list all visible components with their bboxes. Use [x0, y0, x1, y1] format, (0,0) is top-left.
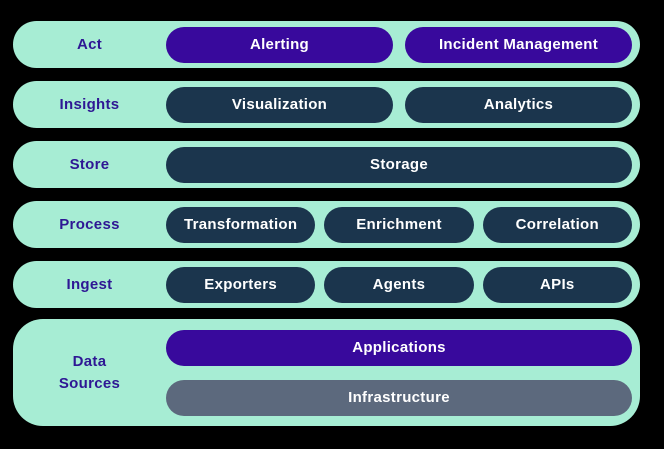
pill-analytics: Analytics	[405, 86, 632, 123]
pill-agents: Agents	[324, 266, 474, 303]
layer-store: Store Storage	[13, 141, 640, 188]
pill-storage: Storage	[166, 146, 632, 183]
layer-label-text: Data Sources	[58, 352, 121, 392]
layer-label: Ingest	[13, 274, 166, 296]
pill-group: Applications Infrastructure	[166, 329, 632, 416]
layer-label-text: Store	[69, 155, 110, 173]
pill-group: Visualization Analytics	[166, 86, 632, 123]
layer-act: Act Alerting Incident Management	[13, 21, 640, 68]
layer-label: Data Sources	[13, 351, 166, 395]
layer-label-text: Ingest	[66, 275, 113, 293]
pill-transformation: Transformation	[166, 206, 316, 243]
layer-ingest: Ingest Exporters Agents APIs	[13, 261, 640, 308]
pill-infrastructure: Infrastructure	[166, 379, 632, 416]
pill-incident-management: Incident Management	[405, 26, 632, 63]
pill-alerting: Alerting	[166, 26, 393, 63]
pill-exporters: Exporters	[166, 266, 316, 303]
pill-visualization: Visualization	[166, 86, 393, 123]
pill-enrichment: Enrichment	[324, 206, 474, 243]
layer-process: Process Transformation Enrichment Correl…	[13, 201, 640, 248]
layer-insights: Insights Visualization Analytics	[13, 81, 640, 128]
layer-label-text: Act	[76, 35, 103, 53]
pill-applications: Applications	[166, 329, 632, 366]
layer-label: Process	[13, 214, 166, 236]
pill-group: Transformation Enrichment Correlation	[166, 206, 632, 243]
layer-label: Store	[13, 154, 166, 176]
pill-apis: APIs	[482, 266, 632, 303]
layer-label-text: Insights	[59, 95, 120, 113]
layer-label: Insights	[13, 94, 166, 116]
pill-group: Alerting Incident Management	[166, 26, 632, 63]
layer-label-text: Process	[59, 215, 120, 233]
pill-group: Storage	[166, 146, 632, 183]
layer-data-sources: Data Sources Applications Infrastructure	[13, 319, 640, 426]
pill-correlation: Correlation	[482, 206, 632, 243]
pill-group: Exporters Agents APIs	[166, 266, 632, 303]
layer-label: Act	[13, 34, 166, 56]
